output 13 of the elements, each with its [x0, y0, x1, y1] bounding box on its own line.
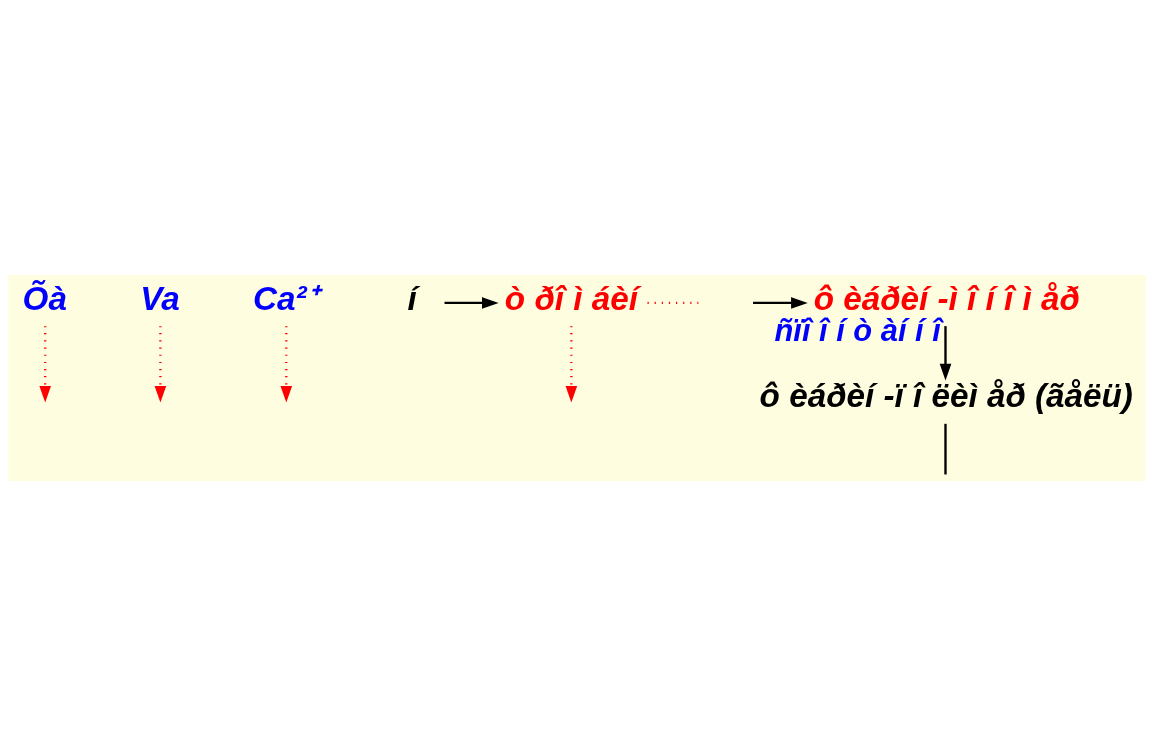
- arrow: [753, 296, 808, 309]
- arrow: [39, 325, 52, 403]
- arrow: [280, 325, 293, 403]
- arrow: [154, 325, 167, 403]
- arrow: [565, 325, 578, 403]
- arrow: [444, 296, 499, 309]
- arrow: [939, 325, 952, 380]
- node-text: ô èáðèí -ì î í î ì åð: [813, 279, 1080, 317]
- node-text: Õà: [22, 279, 67, 317]
- node-text: Va: [140, 279, 180, 317]
- node-text: ô èáðèí -ï î ëèì åð (ãåëü): [759, 376, 1133, 414]
- connector: [944, 423, 947, 474]
- connector: [647, 301, 699, 304]
